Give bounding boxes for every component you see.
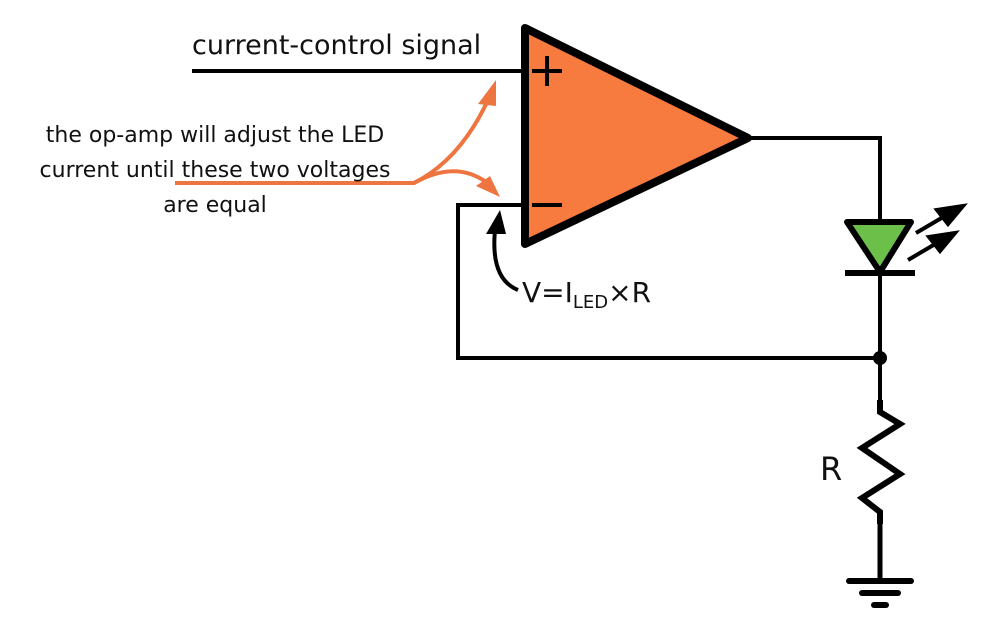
ground-icon	[846, 578, 914, 608]
voltage-arrowhead	[486, 210, 506, 234]
note-line-1: the op-amp will adjust the LED	[45, 123, 385, 148]
output-wire	[748, 136, 882, 222]
light-arrows-icon	[906, 203, 968, 262]
led-triangle	[844, 219, 914, 275]
eq-suffix: ×R	[608, 276, 652, 309]
op-amp-triangle	[521, 24, 752, 248]
note-line-3: are equal	[163, 193, 267, 218]
annotation-note: the op-amp will adjust the LED current u…	[0, 118, 430, 223]
eq-prefix: V=I	[522, 276, 573, 309]
plus-sign	[532, 56, 562, 86]
annotation-arrowhead-minus	[476, 176, 500, 197]
resistor-zigzag	[856, 400, 906, 524]
junction-dot	[873, 351, 887, 365]
annotation-arrows	[175, 99, 490, 185]
feedback-wire	[456, 203, 880, 360]
note-line-2: current until these two voltages	[39, 158, 391, 183]
annotation-arrowhead-plus	[478, 80, 496, 106]
eq-sub: LED	[572, 292, 609, 313]
resistor-label: R	[820, 450, 843, 488]
signal-label: current-control signal	[192, 30, 482, 61]
voltage-equation: V=ILED×R	[522, 276, 651, 313]
